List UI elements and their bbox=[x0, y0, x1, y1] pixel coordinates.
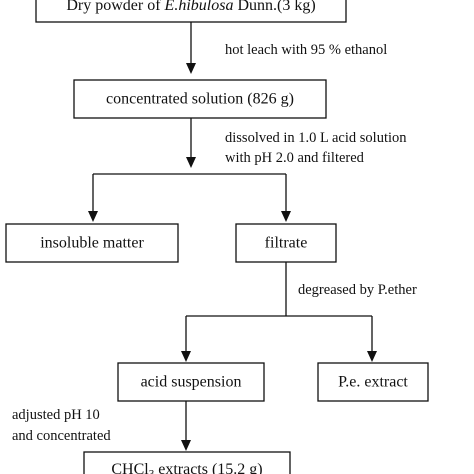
dry-powder-species: E.hibulosa bbox=[164, 0, 234, 14]
step-degreased: degreased by P.ether bbox=[298, 282, 417, 298]
concentrated-solution-box: concentrated solution (826 g) bbox=[73, 79, 327, 119]
step-dissolved-line2: with pH 2.0 and filtered bbox=[225, 150, 365, 166]
acid-suspension-box: acid suspension bbox=[117, 362, 265, 402]
branch-split-2 bbox=[181, 315, 377, 362]
filtrate-label: filtrate bbox=[265, 235, 308, 252]
insoluble-matter-label: insoluble matter bbox=[40, 235, 144, 252]
step-adjusted-line2: and concentrated bbox=[12, 428, 111, 444]
step-hot-leach: hot leach with 95 % ethanol bbox=[225, 42, 387, 58]
chcl3-suffix: extracts (15.2 g) bbox=[154, 461, 262, 474]
filtrate-box: filtrate bbox=[235, 223, 337, 263]
arrow-acid-to-chcl3 bbox=[181, 401, 191, 451]
dry-powder-suffix: Dunn.(3 kg) bbox=[233, 0, 315, 14]
pe-extract-label: P.e. extract bbox=[338, 374, 408, 391]
acid-suspension-label: acid suspension bbox=[141, 374, 242, 391]
dry-powder-label: Dry powder of E.hibulosa Dunn.(3 kg) bbox=[66, 0, 315, 14]
pe-extract-box: P.e. extract bbox=[317, 362, 429, 402]
chcl3-prefix: CHCl bbox=[111, 461, 149, 474]
branch-split-1 bbox=[88, 173, 291, 222]
chcl3-subscript: 3 bbox=[149, 468, 155, 474]
step-dissolved-line1: dissolved in 1.0 L acid solution bbox=[225, 130, 407, 146]
chcl3-extracts-box: CHCl3 extracts (15.2 g) bbox=[83, 451, 291, 474]
arrow-powder-to-solution bbox=[186, 22, 196, 74]
concentrated-solution-label: concentrated solution (826 g) bbox=[106, 91, 294, 108]
step-adjusted-line1: adjusted pH 10 bbox=[12, 407, 100, 423]
chcl3-extracts-label: CHCl3 extracts (15.2 g) bbox=[111, 461, 262, 474]
dry-powder-prefix: Dry powder of bbox=[66, 0, 164, 14]
dry-powder-box: Dry powder of E.hibulosa Dunn.(3 kg) bbox=[35, 0, 347, 23]
insoluble-matter-box: insoluble matter bbox=[5, 223, 179, 263]
arrow-solution-to-split bbox=[186, 118, 196, 168]
